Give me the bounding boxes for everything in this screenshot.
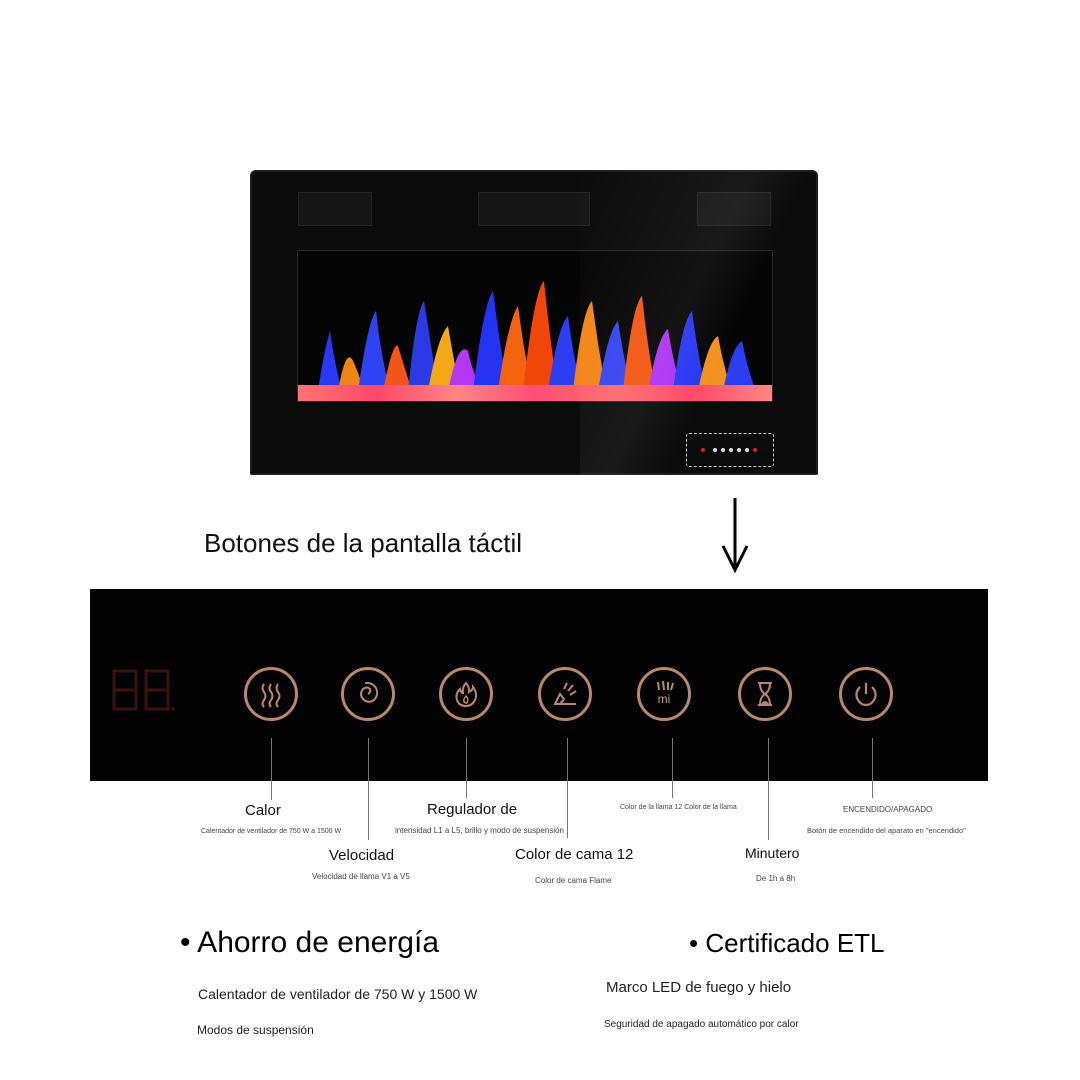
leader-line [368, 738, 369, 840]
leader-line [768, 738, 769, 840]
heat-waves-icon [261, 683, 281, 708]
seven-segment-display [112, 669, 175, 711]
speed-button[interactable] [341, 667, 395, 721]
control-strip-highlight [686, 433, 774, 467]
energy-saving-heading: • Ahorro de energía [180, 926, 440, 959]
heat-label: Calor [245, 802, 281, 819]
section-title: Botones de la pantalla táctil [204, 528, 522, 558]
energy-item-heater: Calentador de ventilador de 750 W y 1500… [198, 986, 478, 1002]
power-icon [855, 683, 877, 707]
leader-line [466, 738, 467, 798]
flame-color-icon [657, 680, 674, 691]
ember-bed [298, 385, 772, 401]
fireplace-image [250, 170, 818, 475]
left-vent [298, 192, 372, 226]
etl-item-frame: Marco LED de fuego y hielo [606, 979, 792, 996]
touch-panel: mi [90, 589, 988, 781]
power-button[interactable] [839, 667, 893, 721]
right-vent [697, 192, 771, 226]
dimmer-desc: intensidad L1 a L5, brillo y modo de sus… [395, 826, 564, 835]
hourglass-icon [758, 682, 772, 706]
power-desc: Botón de encendido del aparato en "encen… [807, 826, 966, 835]
heat-desc: Calentador de ventilador de 750 W a 1500… [201, 828, 342, 835]
down-arrow-icon [721, 498, 749, 573]
dimmer-label: Regulador de [427, 801, 518, 818]
timer-button[interactable] [738, 667, 792, 721]
leader-line [567, 738, 568, 838]
bed-color-button[interactable] [538, 667, 592, 721]
leader-line [872, 738, 873, 798]
energy-item-sleep: Modos de suspensión [197, 1023, 314, 1037]
flame-window [297, 250, 773, 402]
bed-color-label: Color de cama 12 [515, 846, 634, 863]
timer-label: Minutero [745, 845, 800, 861]
spiral-icon [360, 681, 379, 703]
flame-icon [455, 681, 478, 708]
flame-color-button[interactable]: mi [637, 667, 691, 721]
leader-line [672, 738, 673, 798]
power-label: ENCENDIDO/APAGADO [843, 805, 933, 814]
flame-color-desc: Color de la llama 12 Color de la llama [620, 804, 737, 811]
timer-desc: De 1h a 8h [756, 874, 796, 883]
center-vent [478, 192, 590, 226]
flame-color-icon-text: mi [657, 692, 671, 706]
bed-color-desc: Color de cama Flame [535, 876, 612, 885]
leader-line [271, 738, 272, 800]
etl-heading: • Certificado ETL [689, 928, 885, 958]
flames-graphic [318, 281, 756, 391]
speed-label: Velocidad [329, 847, 395, 864]
dimmer-button[interactable] [439, 667, 493, 721]
speed-desc: Velocidad de llama V1 a V5 [312, 872, 410, 881]
ember-bed-icon [553, 682, 577, 705]
glass-reflection [580, 170, 818, 475]
etl-item-safety: Seguridad de apagado automático por calo… [604, 1019, 799, 1030]
heat-button[interactable] [244, 667, 298, 721]
